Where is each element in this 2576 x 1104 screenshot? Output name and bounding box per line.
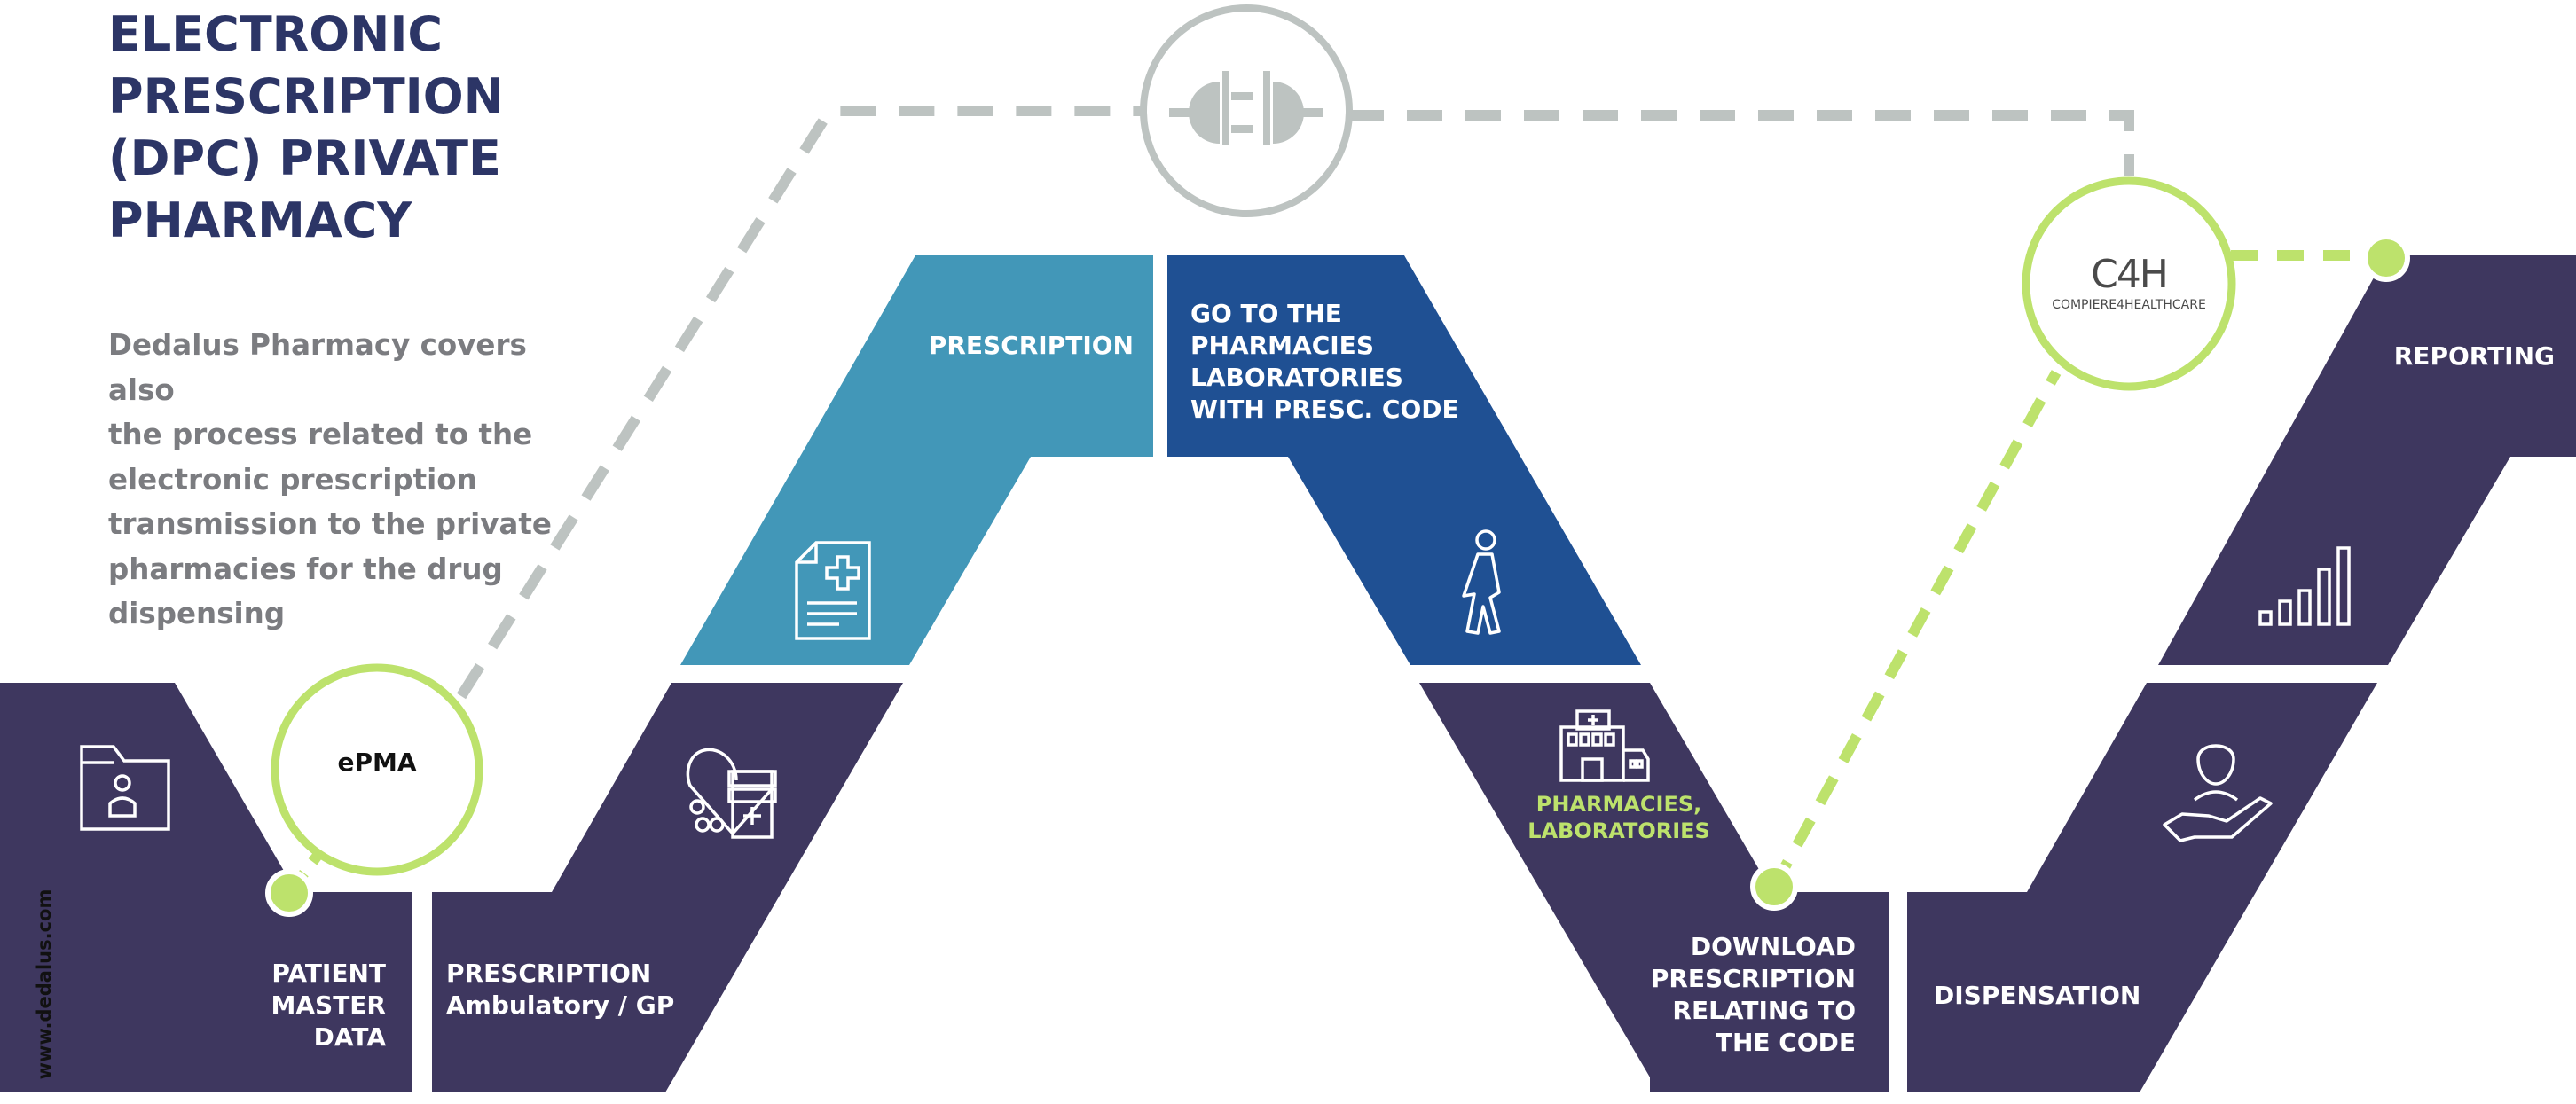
heart-medicine-icon — [686, 748, 777, 839]
page-title: PROCESS COVER ELECTRONIC PRESCRIPTION (D… — [108, 6, 504, 248]
plug-icon — [1169, 71, 1323, 145]
plug-badge-circle — [1140, 4, 1353, 217]
step-dispensation: DISPENSATION — [1934, 981, 2141, 1010]
shape-prescription — [680, 255, 1153, 665]
step-go-to-pharmacies: GO TO THE PHARMACIES LABORATORIES WITH P… — [1190, 299, 1459, 424]
c4h-logo: C4H COMPIERE4HEALTHCARE — [2031, 255, 2227, 314]
bar-chart-icon — [2258, 546, 2351, 626]
step-prescription: PRESCRIPTION — [928, 331, 1134, 360]
dot-reporting — [2362, 234, 2410, 282]
c4h-badge-circle — [2022, 176, 2236, 391]
shape-patient-master-data-footer — [266, 892, 412, 1092]
step-patient-master-data: PATIENT MASTER DATA — [271, 959, 387, 1052]
dot-epma — [265, 869, 313, 917]
step-pharmacies-laboratories: PHARMACIES, LABORATORIES — [1528, 792, 1710, 843]
shape-go-to-pharmacies — [1167, 255, 1641, 665]
c4h-logo-subtitle: COMPIERE4HEALTHCARE — [2052, 298, 2206, 312]
step-prescription-ambulatory: PRESCRIPTION Ambulatory / GP — [446, 959, 675, 1020]
prescription-document-icon — [795, 541, 871, 640]
shape-prescription-ambulatory — [432, 683, 903, 1092]
step-reporting: REPORTING — [2393, 341, 2555, 371]
hand-person-icon — [2163, 744, 2273, 842]
step-download-prescription: DOWNLOAD PRESCRIPTION RELATING TO THE CO… — [1650, 932, 1856, 1057]
c4h-logo-mark: C4H — [2091, 252, 2169, 297]
dot-download — [1750, 863, 1798, 911]
folder-person-icon — [80, 745, 170, 831]
connector-plug-c4h — [1348, 110, 2134, 176]
connector-download-c4h — [1769, 370, 2062, 889]
epma-badge-label: ePMA — [337, 748, 417, 777]
website-url: www.dedalus.com — [34, 889, 55, 1080]
shape-dispensation — [1907, 683, 2377, 1092]
epma-badge-circle — [271, 663, 483, 876]
description-text: Dedalus Pharmacy covers also the process… — [108, 328, 552, 630]
shape-download-footer — [1650, 892, 1889, 1092]
walking-person-icon — [1462, 529, 1501, 635]
shape-reporting — [2158, 255, 2576, 665]
connector-epma-plug — [456, 106, 1144, 700]
hospital-building-icon — [1559, 709, 1650, 782]
